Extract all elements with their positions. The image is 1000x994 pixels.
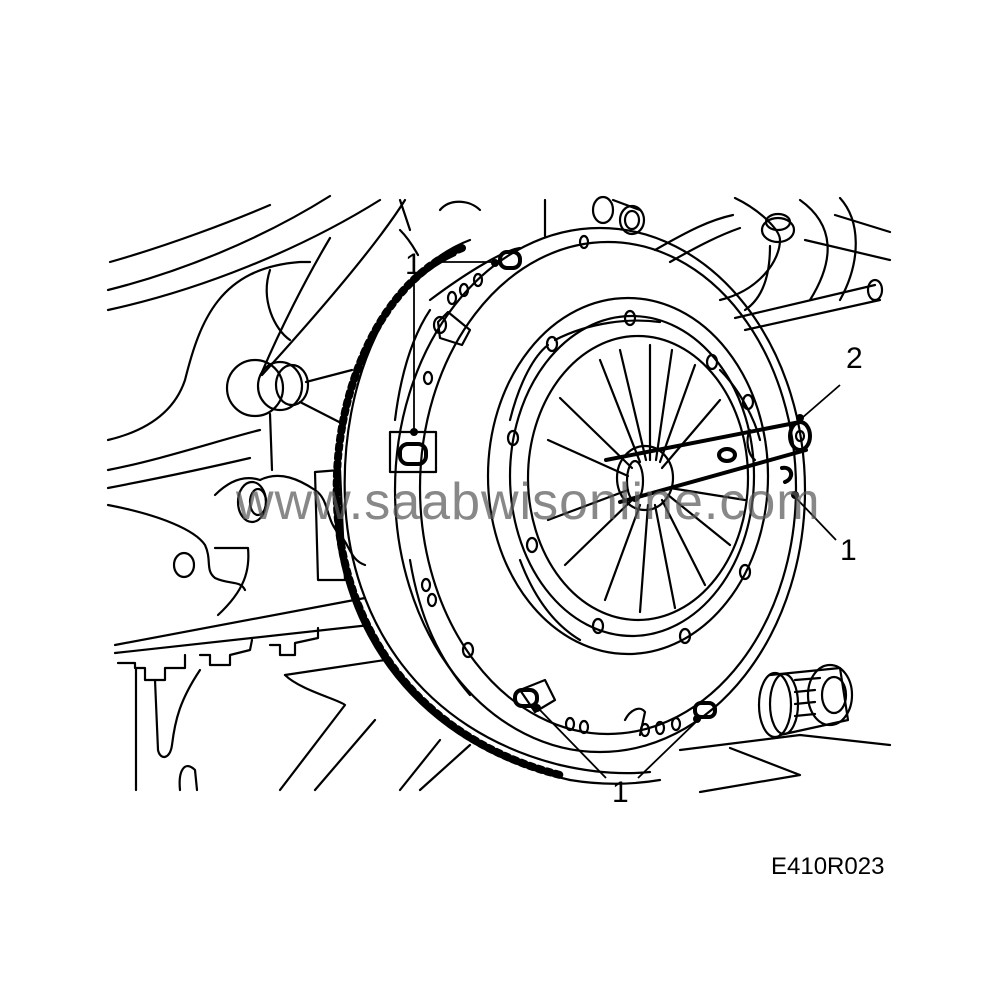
pressure-plate-ring bbox=[486, 296, 770, 656]
bolt-left bbox=[398, 442, 428, 466]
bell-housing bbox=[213, 468, 367, 582]
flywheel-ring-gear bbox=[332, 238, 662, 785]
bolt-right bbox=[780, 465, 794, 484]
engine-block-outline bbox=[106, 194, 420, 490]
engine-mount-boss bbox=[225, 358, 354, 472]
diaphragm-spring bbox=[526, 334, 750, 622]
figure-code: E410R023 bbox=[771, 853, 885, 880]
pressure-plate-cover bbox=[393, 226, 807, 754]
callout-label-1-bottom: 1 bbox=[612, 776, 629, 809]
watermark: www.saabwisonline.com bbox=[236, 473, 821, 531]
bolt-bottom-left bbox=[513, 688, 539, 708]
background-pipes bbox=[398, 195, 892, 332]
callout-leaders bbox=[410, 259, 841, 779]
bolt-top bbox=[498, 250, 522, 270]
callout-label-1-top: 1 bbox=[405, 248, 422, 281]
callout-label-2: 2 bbox=[846, 342, 863, 375]
lower-engine-block bbox=[106, 503, 472, 792]
bolt-bottom-right bbox=[693, 701, 717, 719]
cover-rim-holes bbox=[420, 234, 682, 738]
centering-tool bbox=[604, 420, 812, 504]
callout-label-1-right: 1 bbox=[840, 534, 857, 567]
input-shaft bbox=[678, 663, 892, 794]
